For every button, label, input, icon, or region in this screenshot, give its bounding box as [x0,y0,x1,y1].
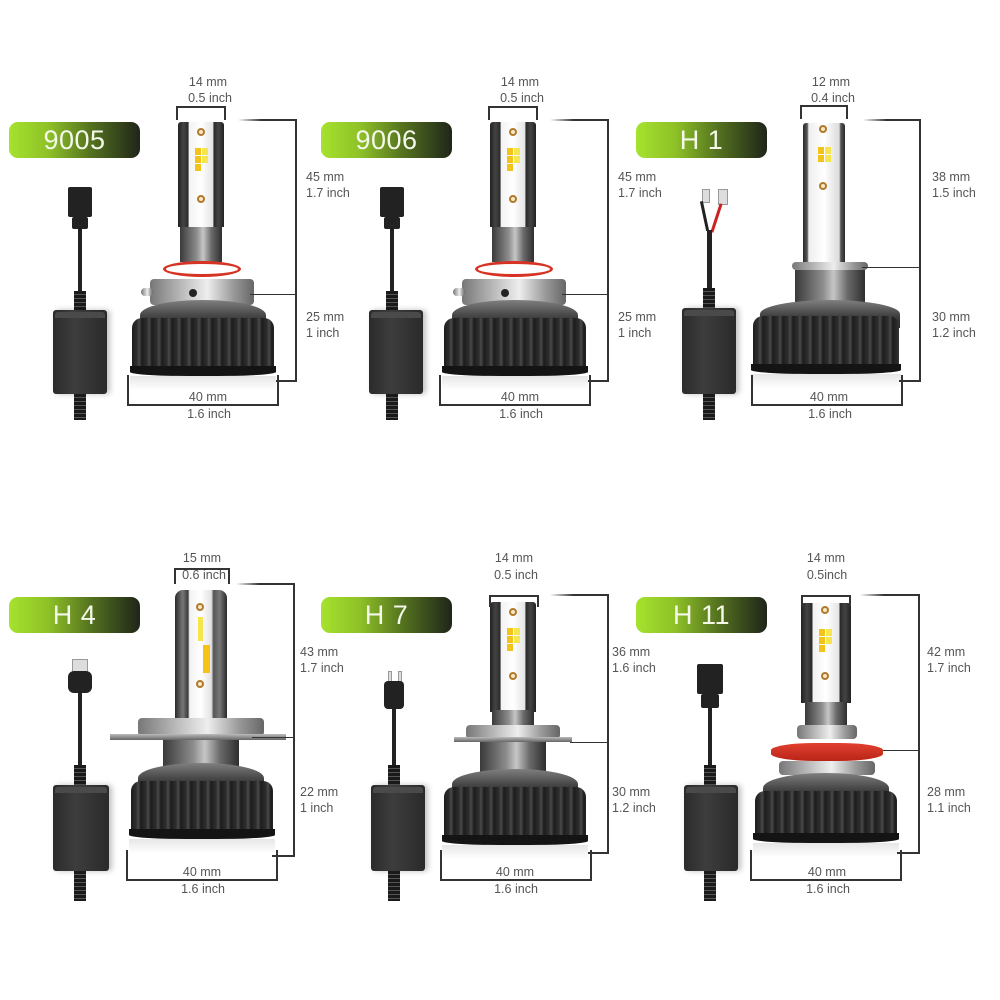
lower-height-mm: 22 mm [300,785,339,799]
bulb-panel-h7: H 7 14 mm 0.5 inch 36 mm 1.6 inch 30 mm [312,475,656,901]
bulb-panel-9005: 9005 14 mm 0.5 inch 45 mm 1.7 inch [0,0,350,421]
lower-height-inch: 1 inch [618,326,652,340]
top-width-inch: 0.5 inch [494,568,538,582]
model-badge: H 11 [636,597,767,633]
base-width-inch: 1.6 inch [808,407,852,421]
base-width-mm: 40 mm [182,865,222,879]
upper-height-inch: 1.7 inch [306,186,350,200]
lower-height-inch: 1 inch [306,326,340,340]
base-width-bracket [751,404,903,406]
height-bracket [550,594,609,596]
base-width-mm: 40 mm [807,865,847,879]
top-width-bracket [801,595,851,597]
top-width-mm: 14 mm [500,75,540,89]
upper-height-inch: 1.5 inch [932,186,976,200]
upper-height-inch: 1.7 inch [300,661,344,675]
lower-height-mm: 28 mm [927,785,966,799]
base-width-inch: 1.6 inch [181,882,225,896]
top-width-inch: 0.5 inch [500,91,544,105]
top-width-inch: 0.5inch [806,568,848,582]
top-width-inch: 0.6 inch [182,568,226,582]
top-width-bracket [800,105,848,107]
top-width-mm: 14 mm [806,551,846,565]
lower-height-mm: 25 mm [618,310,657,324]
height-bracket [238,119,297,121]
upper-height-inch: 1.7 inch [927,661,971,675]
base-width-inch: 1.6 inch [806,882,850,896]
top-width-mm: 12 mm [811,75,851,89]
upper-height-mm: 45 mm [618,170,657,184]
base-width-bracket [440,879,592,881]
top-width-mm: 15 mm [182,551,222,565]
base-width-mm: 40 mm [495,865,535,879]
height-bracket [236,583,295,585]
lower-height-inch: 1.1 inch [927,801,971,815]
height-bracket [860,594,920,596]
base-width-mm: 40 mm [188,390,228,404]
lower-height-mm: 30 mm [932,310,971,324]
top-width-bracket [489,595,539,597]
model-badge: H 1 [636,122,767,158]
upper-height-mm: 42 mm [927,645,966,659]
top-width-bracket [176,106,226,108]
top-width-mm: 14 mm [494,551,534,565]
bulb-panel-9006: 9006 14 mm 0.5 inch 45 mm 1.7 inch 25 mm [312,0,662,421]
lower-height-mm: 25 mm [306,310,345,324]
bulb-panel-h4: H 4 15 mm 0.6 inch 43 mm 1.7 inch 22 mm … [0,475,344,901]
bulb-panel-h11: H 11 14 mm 0.5inch 42 mm 1.7 inch 28 mm … [627,475,971,901]
lower-height-mm: 30 mm [612,785,651,799]
lower-height-inch: 1.2 inch [612,801,656,815]
model-badge: H 4 [9,597,140,633]
base-width-inch: 1.6 inch [187,407,231,421]
upper-height-mm: 36 mm [612,645,651,659]
base-width-mm: 40 mm [500,390,540,404]
lower-height-inch: 1 inch [300,801,334,815]
model-badge: 9006 [321,122,452,158]
base-width-bracket [439,404,591,406]
height-bracket [550,119,609,121]
base-width-bracket [127,404,279,406]
upper-height-inch: 1.7 inch [618,186,662,200]
base-width-inch: 1.6 inch [499,407,543,421]
upper-height-inch: 1.6 inch [612,661,656,675]
top-width-mm: 14 mm [188,75,228,89]
model-badge: H 7 [321,597,452,633]
top-width-inch: 0.5 inch [188,91,232,105]
height-bracket [863,119,921,121]
top-width-bracket [174,568,230,570]
base-width-inch: 1.6 inch [494,882,538,896]
base-width-bracket [750,879,902,881]
upper-height-mm: 43 mm [300,645,339,659]
top-width-inch: 0.4 inch [811,91,855,105]
upper-height-mm: 45 mm [306,170,345,184]
model-badge: 9005 [9,122,140,158]
base-width-mm: 40 mm [809,390,849,404]
upper-height-mm: 38 mm [932,170,971,184]
bulb-panel-h1: H 1 12 mm 0.4 inch 38 mm 1.5 inch 30 mm … [627,0,976,421]
top-width-bracket [488,106,538,108]
lower-height-inch: 1.2 inch [932,326,976,340]
base-width-bracket [126,879,278,881]
